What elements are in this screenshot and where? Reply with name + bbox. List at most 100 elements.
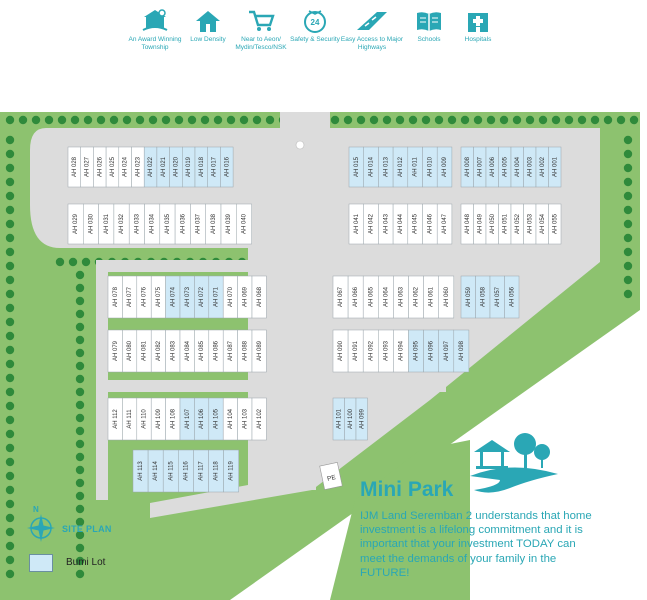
tree [174,115,184,125]
lot-label: AH 036 [180,213,186,234]
lot-ah-034: AH 034 [144,203,161,245]
lot-ah-004: AH 004 [510,146,524,188]
lot-label: AH 106 [199,408,205,429]
lot-ah-104: AH 104 [222,397,238,441]
lot-ah-008: AH 008 [460,146,474,188]
tree [75,400,85,410]
lot-label: AH 001 [552,156,558,177]
lot-ah-072: AH 072 [194,275,210,319]
lot-label: AH 027 [85,156,91,177]
tree [421,115,431,125]
lot-ah-070: AH 070 [222,275,238,319]
tree [577,115,587,125]
lot-label: AH 079 [113,340,119,361]
lot-label: AH 034 [150,213,156,234]
lot-ah-054: AH 054 [535,203,549,245]
tree [603,115,613,125]
lot-label: AH 102 [257,408,263,429]
lot-ah-031: AH 031 [98,203,115,245]
lot-ah-090: AH 090 [332,329,349,373]
house-icon [196,11,220,32]
lot-ah-107: AH 107 [179,397,195,441]
tree [57,115,67,125]
lot-ah-082: AH 082 [150,329,166,373]
tree [70,115,80,125]
lot-label: AH 086 [214,340,220,361]
lot-ah-106: AH 106 [194,397,210,441]
lot-label: AH 109 [156,408,162,429]
lot-label: AH 100 [348,408,354,429]
tree [5,205,15,215]
lot-label: AH 083 [170,340,176,361]
tree [5,317,15,327]
lot-ah-079: AH 079 [107,329,123,373]
tree [5,247,15,257]
lot-label: AH 107 [185,408,191,429]
lot-ah-096: AH 096 [423,329,439,373]
tree [75,322,85,332]
lot-label: AH 048 [465,213,471,234]
tree [5,555,15,565]
lot-label: AH 035 [165,213,171,234]
lot-ah-011: AH 011 [407,146,423,188]
lot-ah-050: AH 050 [485,203,499,245]
tree [5,219,15,229]
lot-ah-061: AH 061 [423,275,439,319]
lot-label: AH 078 [113,286,119,307]
tree [83,115,93,125]
lot-label: AH 017 [212,156,218,177]
tree [75,478,85,488]
lot-label: AH 043 [383,213,389,234]
tree [5,471,15,481]
tree [75,556,85,566]
lot-ah-019: AH 019 [182,146,196,188]
tree [5,429,15,439]
lot-ah-064: AH 064 [378,275,394,319]
lot-label: AH 085 [199,340,205,361]
lot-ah-105: AH 105 [208,397,224,441]
lot-label: AH 021 [161,156,167,177]
lot-ah-108: AH 108 [165,397,181,441]
lot-ah-066: AH 066 [347,275,364,319]
lot-ah-041: AH 041 [348,203,364,245]
lot-label: AH 005 [502,156,508,177]
tree [75,387,85,397]
lot-ah-055: AH 055 [548,203,562,245]
lot-ah-059: AH 059 [460,275,476,319]
lot-ah-062: AH 062 [408,275,424,319]
hospital-icon [468,13,488,32]
lot-label: AH 050 [490,213,496,234]
tree [200,115,210,125]
lot-ah-012: AH 012 [392,146,409,188]
lot-ah-097: AH 097 [438,329,455,373]
lot-ah-006: AH 006 [485,146,499,188]
lot-label: AH 056 [509,286,515,307]
pe-label: PE [327,474,338,483]
lot-label: AH 098 [459,340,465,361]
lot-label: AH 072 [199,286,205,307]
lot-label: AH 009 [442,156,448,177]
lot-label: AH 057 [495,286,501,307]
tree [81,257,91,267]
tree [5,275,15,285]
lot-ah-035: AH 035 [159,203,176,245]
lot-label: AH 113 [138,461,144,481]
lot-ah-032: AH 032 [113,203,130,245]
tree [395,115,405,125]
lot-label: AH 032 [119,213,125,234]
lot-label: AH 096 [429,340,435,361]
lot-ah-068: AH 068 [251,275,267,319]
lot-ah-071: AH 071 [208,275,224,319]
lot-ah-013: AH 013 [378,146,394,188]
tree [226,115,236,125]
lot-label: AH 051 [502,213,508,234]
lot-label: AH 059 [466,286,472,307]
lot-ah-048: AH 048 [460,203,474,245]
lot-label: AH 066 [353,286,359,307]
lot-label: AH 054 [540,213,546,234]
tree [623,191,633,201]
lot-ah-087: AH 087 [222,329,238,373]
lot-label: AH 067 [338,286,344,307]
lot-label: AH 006 [490,156,496,177]
lot-label: AH 099 [359,408,365,429]
